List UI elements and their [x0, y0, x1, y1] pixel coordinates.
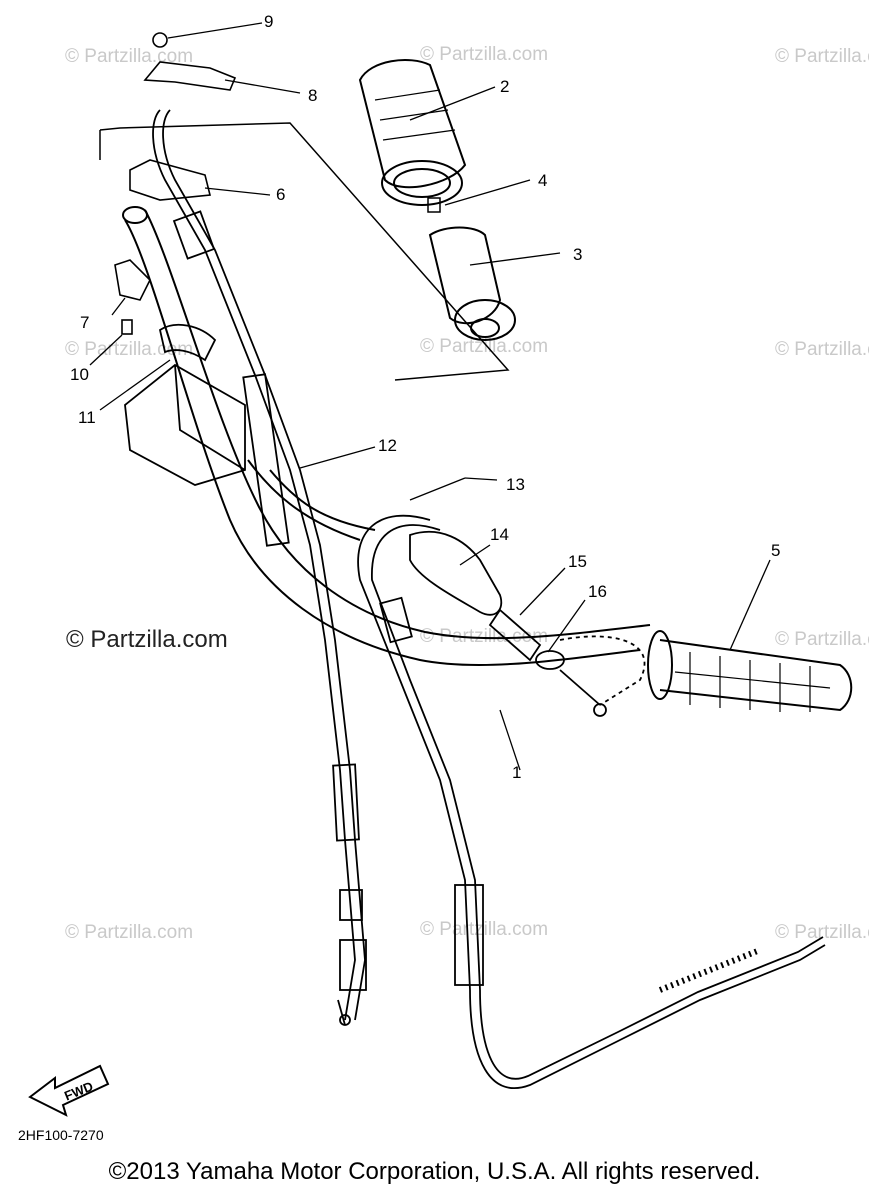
watermark: © Partzilla.com — [420, 919, 548, 940]
fwd-arrow-icon: FWD — [28, 1064, 110, 1117]
callout-labels: 1 2 3 4 5 6 7 8 9 10 11 12 13 14 15 16 — [70, 12, 780, 782]
grip-screw — [427, 197, 441, 213]
diagram-code: 2HF100-7270 — [18, 1127, 104, 1143]
callout-10: 10 — [70, 365, 89, 384]
watermark: © Partzilla.com — [420, 44, 548, 65]
watermark: © Partzilla.com — [775, 339, 869, 360]
throttle-grip — [358, 59, 467, 206]
callout-4: 4 — [538, 171, 547, 190]
callout-2: 2 — [500, 77, 509, 96]
callout-7: 7 — [80, 313, 89, 332]
watermark: © Partzilla.com — [65, 339, 193, 360]
watermark: © Partzilla.com — [420, 336, 548, 357]
right-grip — [647, 630, 853, 712]
callout-9: 9 — [264, 12, 273, 31]
brake-lever — [409, 530, 646, 717]
callout-16: 16 — [588, 582, 607, 601]
callout-13: 13 — [506, 475, 525, 494]
watermark: © Partzilla.com — [775, 922, 869, 943]
throttle-housing — [114, 32, 237, 335]
callout-15: 15 — [568, 552, 587, 571]
callout-8: 8 — [308, 86, 317, 105]
watermark: © Partzilla.com — [420, 626, 548, 647]
callout-14: 14 — [490, 525, 509, 544]
watermark: © Partzilla.com — [775, 46, 869, 67]
callout-12: 12 — [378, 436, 397, 455]
throttle-tube — [428, 226, 516, 341]
throttle-cable — [152, 109, 367, 1026]
watermark: © Partzilla.com — [775, 629, 869, 650]
callout-3: 3 — [573, 245, 582, 264]
watermark-main: © Partzilla.com — [66, 626, 228, 653]
callout-1: 1 — [512, 763, 521, 782]
group-outline — [99, 122, 510, 381]
callout-6: 6 — [276, 185, 285, 204]
handlebar-clamp — [124, 323, 246, 486]
watermark-group: © Partzilla.com © Partzilla.com © Partzi… — [65, 44, 869, 943]
watermark: © Partzilla.com — [65, 922, 193, 943]
callout-11: 11 — [78, 408, 96, 427]
copyright-notice: ©2013 Yamaha Motor Corporation, U.S.A. A… — [108, 1158, 761, 1185]
leader-lines — [89, 22, 771, 771]
callout-5: 5 — [771, 541, 780, 560]
brake-cable — [357, 514, 826, 1090]
